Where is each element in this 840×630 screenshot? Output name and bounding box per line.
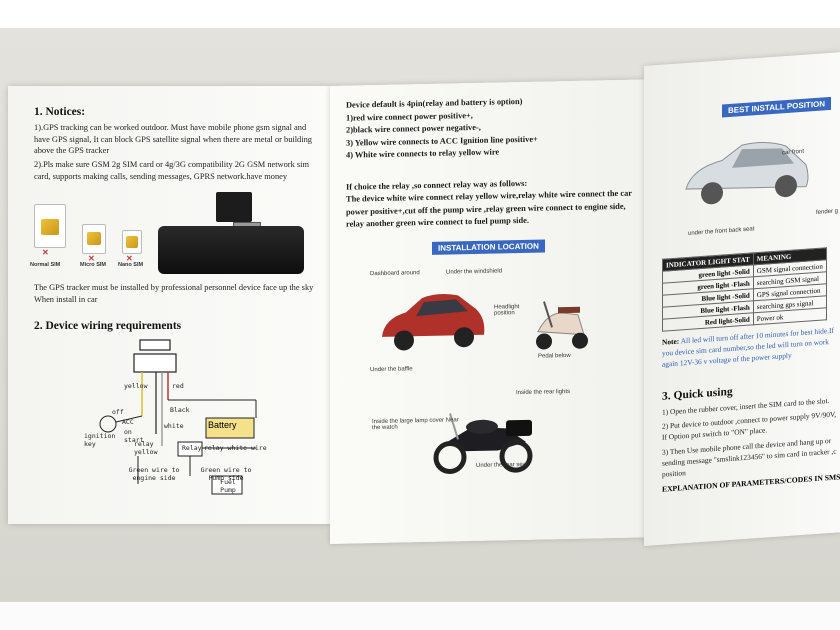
micro-sim-card bbox=[82, 224, 106, 254]
label-relay-white: relay white wire bbox=[204, 444, 267, 452]
brochure-panel-left: 1. Notices: 1).GPS tracking can be worke… bbox=[8, 86, 330, 524]
cross-icon: ✕ bbox=[42, 248, 49, 257]
cross-icon: ✕ bbox=[126, 254, 133, 263]
relay-instructions: The device white wire connect relay yell… bbox=[346, 188, 632, 229]
fuel-pump-box bbox=[211, 475, 243, 495]
wheel bbox=[536, 333, 552, 350]
location-pedal: Pedal below bbox=[538, 352, 571, 360]
wheel bbox=[499, 439, 533, 473]
wiring-diagram bbox=[99, 339, 257, 495]
wheel bbox=[775, 175, 797, 198]
label-ignition-key: ignition key bbox=[84, 432, 116, 448]
label-red: red bbox=[172, 382, 184, 390]
label-battery: Battery bbox=[208, 420, 237, 430]
sim-label-normal: Normal SIM bbox=[30, 262, 61, 268]
best-fender: fender g bbox=[816, 208, 839, 216]
label-relay: Relay bbox=[182, 444, 202, 452]
installation-location-title: INSTALLATION LOCATION bbox=[432, 239, 545, 255]
sim-label-nano: Nano SIM bbox=[118, 262, 144, 268]
location-windshield: Under the windshield bbox=[446, 268, 503, 276]
nano-sim-card bbox=[122, 230, 142, 254]
device-connector bbox=[139, 339, 171, 351]
label-green-pump: Green wire to Pump side bbox=[200, 466, 252, 482]
motorcycle-illustration bbox=[433, 413, 533, 474]
ignition-key-switch bbox=[99, 415, 117, 433]
best-back-seat: under the front back seat bbox=[688, 226, 755, 237]
battery-box bbox=[205, 417, 255, 439]
car-xray-illustration bbox=[685, 142, 809, 205]
wiring-heading: 2. Device wiring requirements bbox=[34, 320, 182, 332]
label-yellow: yellow bbox=[124, 382, 148, 390]
location-baffle: Under the baffle bbox=[370, 366, 413, 374]
brochure-panel-middle: Device default is 4pin(relay and battery… bbox=[330, 79, 646, 545]
best-install-title: BEST INSTALL POSITION bbox=[722, 96, 832, 118]
label-fuel-pump: Fuel Pump bbox=[220, 478, 236, 494]
notices-heading: 1. Notices: bbox=[34, 106, 86, 118]
location-rear-lights: Inside the rear lights bbox=[516, 388, 571, 397]
red-car-illustration bbox=[382, 294, 485, 351]
label-white: white bbox=[164, 422, 184, 430]
install-note: The GPS tracker must be installed by pro… bbox=[34, 283, 314, 304]
wheel bbox=[433, 440, 467, 474]
quick-step-3: 3) Then Use mobile phone call the device… bbox=[662, 435, 837, 479]
note-label: Note: bbox=[662, 336, 680, 347]
wheel bbox=[572, 332, 588, 349]
quick-using-heading: 3. Quick using bbox=[662, 385, 733, 403]
note-text: All led will turn off after 10 minutes f… bbox=[662, 325, 834, 369]
notice-gps-outdoor: 1).GPS tracking can be worked outdoor. M… bbox=[34, 123, 312, 155]
sim-label-micro: Micro SIM bbox=[80, 262, 106, 268]
scooter-illustration bbox=[536, 301, 588, 350]
notice-sim-card: 2).Pls make sure GSM 2g SIM card or 4g/3… bbox=[34, 160, 309, 181]
top-band bbox=[0, 0, 840, 28]
location-lamp-cover: Inside the large lamp cover Near the wat… bbox=[372, 417, 459, 432]
brochure-panel-right: BEST INSTALL POSITION car front fender g… bbox=[644, 52, 840, 547]
label-green-engine: Green wire to engine side bbox=[128, 466, 180, 482]
label-acc: ACC bbox=[122, 418, 134, 426]
led-note: Note: All led will turn off after 10 min… bbox=[662, 324, 840, 369]
label-on: on bbox=[124, 428, 132, 436]
wheel bbox=[454, 327, 474, 348]
label-start: start bbox=[124, 436, 144, 444]
label-black: Black bbox=[170, 406, 190, 414]
location-dashboard: Dashboard around bbox=[370, 270, 420, 278]
indicator-light-table: INDICATOR LIGHT STAT MEANING green light… bbox=[662, 247, 827, 332]
label-off: off bbox=[112, 408, 124, 416]
wheel bbox=[701, 182, 723, 205]
cross-icon: ✕ bbox=[88, 254, 95, 263]
label-relay-yellow: relay yellow bbox=[134, 440, 158, 456]
wheel bbox=[394, 330, 414, 351]
location-headlight: Headlight position bbox=[494, 304, 520, 317]
bottom-band bbox=[0, 602, 840, 630]
device-box bbox=[133, 353, 177, 373]
normal-sim-card bbox=[34, 204, 66, 248]
location-rear-seat: Under the rear seat bbox=[476, 461, 528, 469]
default-wiring-list: Device default is 4pin(relay and battery… bbox=[346, 94, 634, 163]
